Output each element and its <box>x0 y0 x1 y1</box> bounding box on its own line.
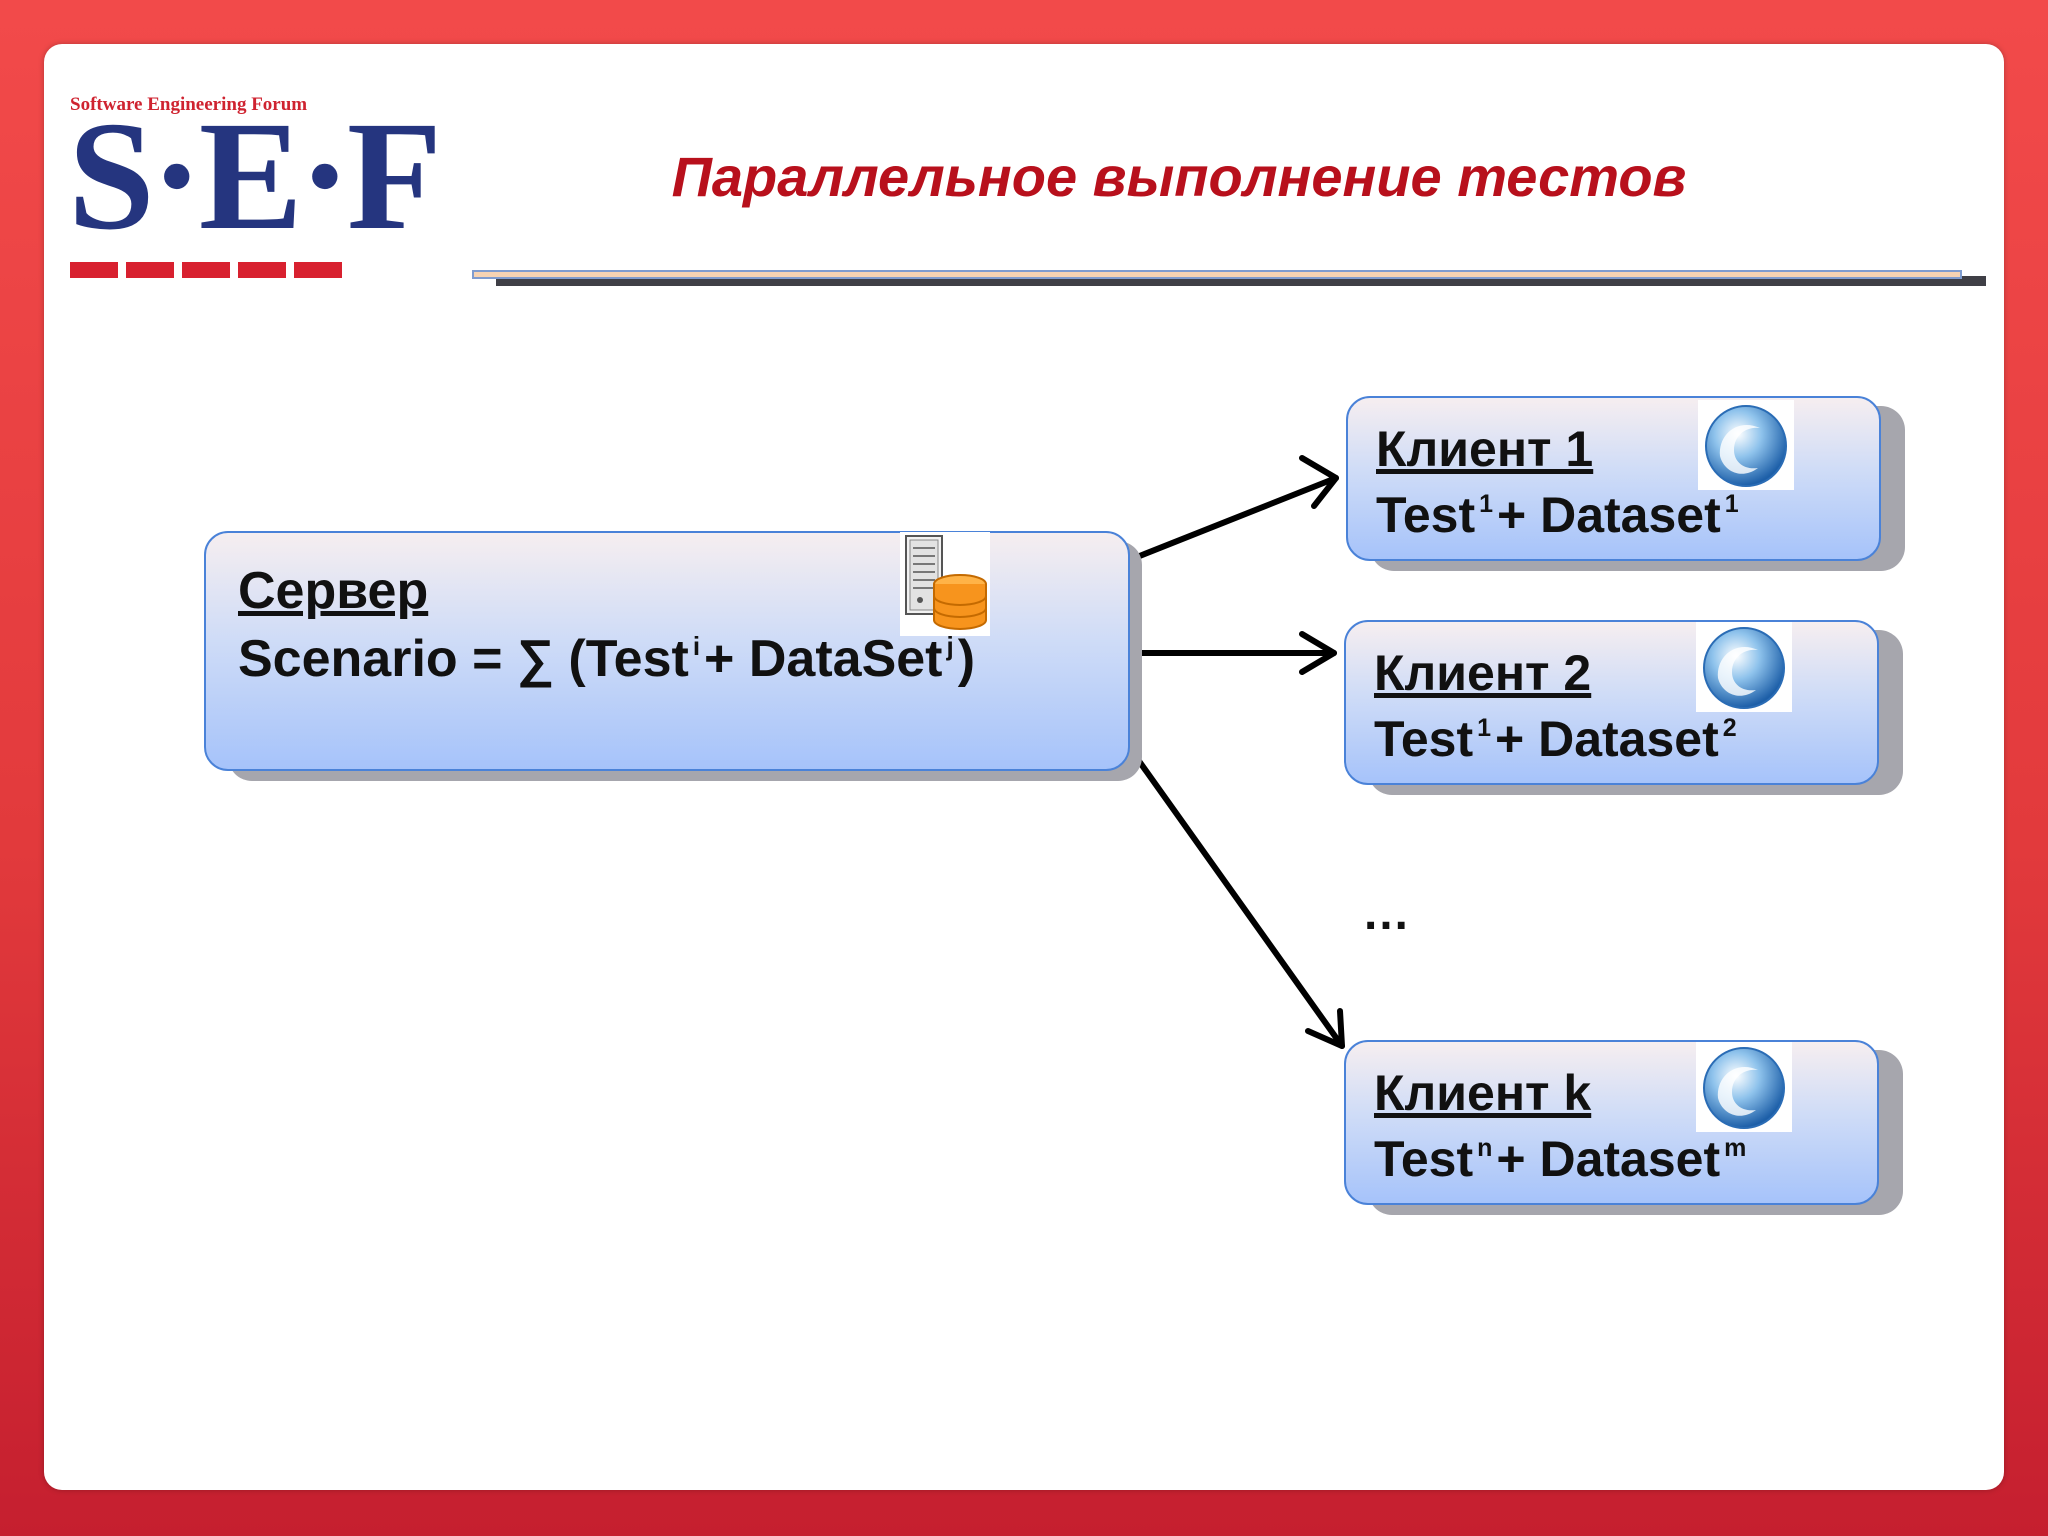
arrow-to-client-k <box>1131 751 1345 1049</box>
logo-text: S·E·F <box>68 89 442 262</box>
title-rule <box>472 270 1962 279</box>
title-rule-shadow <box>496 276 1986 286</box>
server-heading: Сервер <box>238 562 429 620</box>
globe-icon <box>1698 400 1794 490</box>
client-1-heading: Клиент 1 <box>1376 421 1594 477</box>
client-2-heading: Клиент 2 <box>1374 645 1592 701</box>
globe-icon <box>1696 622 1792 712</box>
sef-logo: Software Engineering Forum S·E·F <box>68 94 442 284</box>
ellipsis: … <box>1362 887 1410 940</box>
globe-icon <box>1696 1042 1792 1132</box>
arrow-to-client-1 <box>1129 475 1339 562</box>
slide-title: Параллельное выполнение тестов <box>671 145 1687 208</box>
logo-bars <box>70 262 342 278</box>
slide: Software Engineering Forum S·E·F Паралле… <box>44 44 2004 1490</box>
client-k-heading: Клиент k <box>1374 1065 1592 1121</box>
server-database-icon <box>900 532 990 636</box>
logo-subtitle: Software Engineering Forum <box>70 94 308 115</box>
